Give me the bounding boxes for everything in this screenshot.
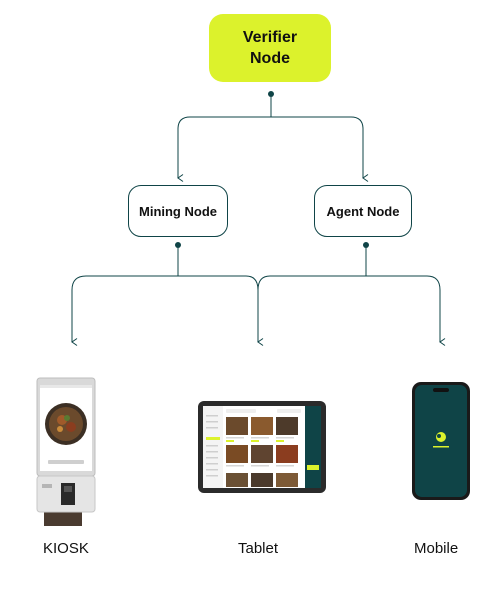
agent-dot bbox=[363, 242, 369, 248]
mining-dot bbox=[175, 242, 181, 248]
arrow-to-tablet bbox=[178, 275, 264, 346]
arrow-to-agent bbox=[271, 116, 369, 182]
arrow-to-mobile bbox=[366, 275, 446, 346]
mobile-image bbox=[412, 382, 470, 500]
arrow-to-mining bbox=[177, 116, 271, 182]
agent-node: Agent Node bbox=[314, 185, 412, 237]
arrow-to-kiosk bbox=[71, 275, 178, 346]
agent-to-tablet-line bbox=[257, 275, 366, 291]
mining-node: Mining Node bbox=[128, 185, 228, 237]
tablet-image bbox=[198, 401, 326, 493]
tablet-label: Tablet bbox=[238, 540, 279, 557]
mobile-label: Mobile bbox=[414, 540, 459, 557]
verifier-dot bbox=[268, 91, 274, 97]
verifier-node: Verifier Node bbox=[209, 14, 331, 82]
kiosk-label: KIOSK bbox=[43, 540, 89, 557]
kiosk-image bbox=[36, 377, 96, 526]
